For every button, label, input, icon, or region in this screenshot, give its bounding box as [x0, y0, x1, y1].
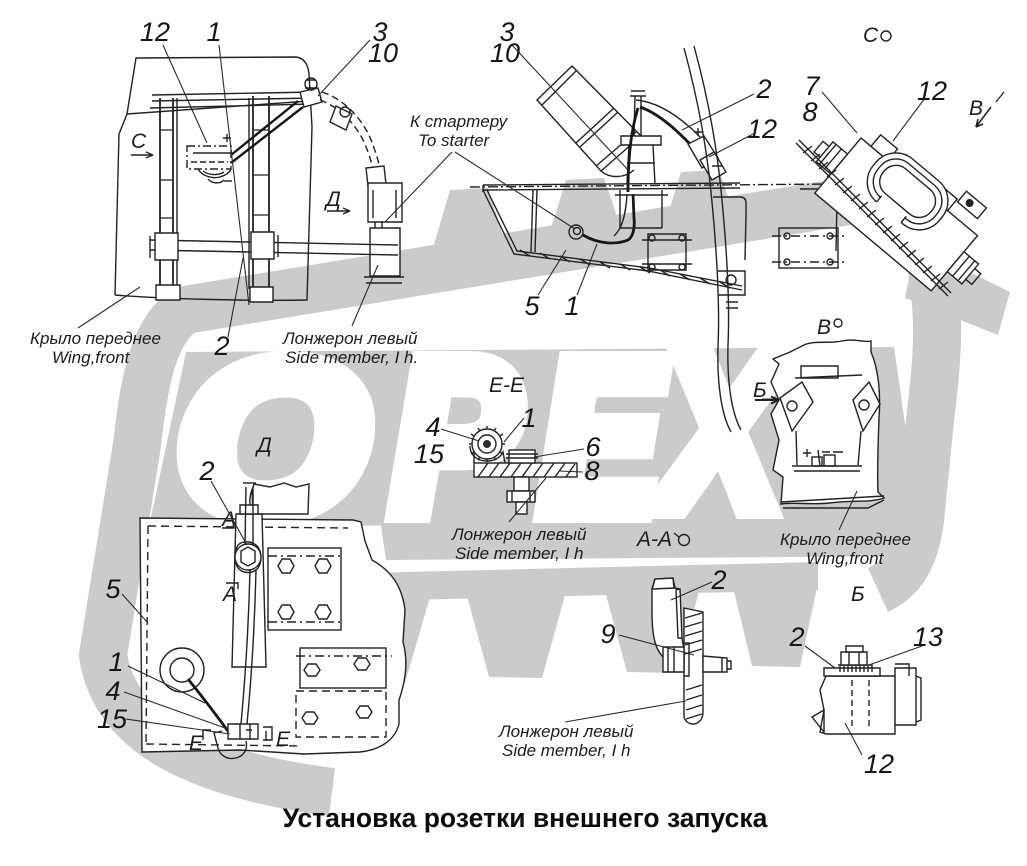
svg-text:8: 8	[802, 97, 817, 127]
svg-text:2: 2	[198, 456, 214, 486]
svg-text:Wing,front: Wing,front	[806, 549, 885, 568]
svg-text:С: С	[131, 130, 147, 153]
svg-text:Е: Е	[276, 728, 291, 751]
svg-text:12: 12	[747, 114, 777, 144]
svg-text:12: 12	[864, 749, 894, 779]
svg-text:2: 2	[755, 74, 771, 104]
svg-text:15: 15	[97, 704, 128, 734]
svg-text:1: 1	[108, 647, 123, 677]
svg-text:1: 1	[206, 17, 221, 47]
svg-text:А: А	[220, 508, 236, 531]
svg-text:Side member, I h: Side member, I h	[455, 544, 584, 563]
svg-text:Е-Е: Е-Е	[489, 374, 525, 397]
svg-text:4: 4	[105, 676, 120, 706]
svg-text:Д: Д	[255, 434, 272, 457]
svg-text:3: 3	[372, 17, 387, 47]
svg-text:1: 1	[521, 403, 536, 433]
svg-text:12: 12	[917, 76, 947, 106]
svg-text:Wing,front: Wing,front	[52, 348, 131, 367]
svg-text:В: В	[969, 97, 983, 120]
svg-text:2: 2	[710, 565, 726, 595]
svg-text:To starter: To starter	[418, 131, 491, 150]
svg-text:Side member, I h: Side member, I h	[502, 741, 631, 760]
svg-text:2: 2	[788, 622, 804, 652]
svg-text:Лонжерон левый: Лонжерон левый	[282, 329, 418, 348]
svg-text:6: 6	[585, 432, 601, 462]
svg-text:9: 9	[600, 619, 615, 649]
svg-text:Х: Х	[653, 312, 791, 555]
svg-text:10: 10	[368, 38, 398, 68]
svg-text:3: 3	[499, 17, 514, 47]
svg-text:В: В	[817, 316, 831, 339]
svg-text:10: 10	[490, 38, 520, 68]
svg-text:Лонжерон левый: Лонжерон левый	[498, 722, 634, 741]
svg-text:К стартеру: К стартеру	[410, 112, 509, 131]
svg-text:Side member, I h.: Side member, I h.	[285, 348, 418, 367]
svg-text:Р: Р	[392, 316, 519, 559]
svg-text:А: А	[221, 583, 237, 606]
svg-text:1: 1	[564, 291, 579, 321]
svg-text:15: 15	[414, 439, 445, 469]
svg-text:5: 5	[105, 574, 121, 604]
svg-text:Е: Е	[189, 732, 204, 755]
svg-text:Лонжерон левый: Лонжерон левый	[451, 525, 587, 544]
svg-text:Д: Д	[324, 188, 341, 211]
svg-text:12: 12	[140, 17, 170, 47]
svg-text:13: 13	[913, 622, 943, 652]
svg-text:5: 5	[524, 291, 540, 321]
svg-text:8: 8	[584, 456, 599, 486]
svg-text:А-А: А-А	[635, 528, 672, 551]
svg-text:Б: Б	[753, 379, 767, 402]
svg-text:Установка розетки внешнего зап: Установка розетки внешнего запуска	[283, 803, 768, 833]
svg-text:Б: Б	[851, 583, 865, 606]
svg-text:7: 7	[804, 71, 820, 101]
svg-text:2: 2	[213, 331, 229, 361]
svg-text:Е: Е	[540, 316, 665, 559]
svg-text:Крыло переднее: Крыло переднее	[30, 329, 161, 348]
svg-text:4: 4	[425, 412, 440, 442]
svg-text:Крыло переднее: Крыло переднее	[780, 530, 911, 549]
svg-text:С: С	[863, 24, 879, 47]
